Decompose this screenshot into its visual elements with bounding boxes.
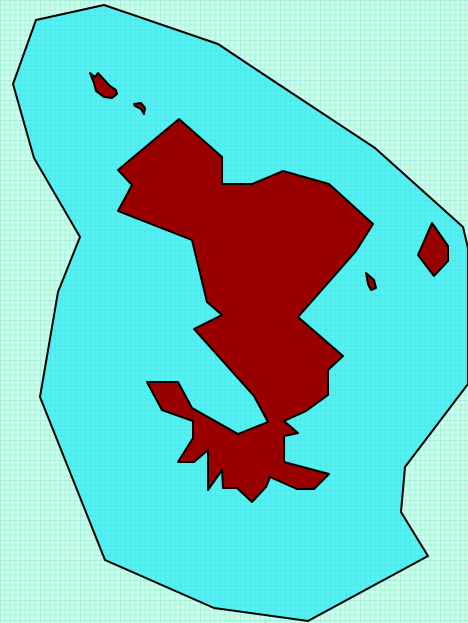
islet-northwest[interactable] (89, 72, 118, 99)
islet-north-small[interactable] (133, 102, 146, 115)
landmass-main[interactable] (117, 118, 374, 503)
islet-east-small[interactable] (365, 272, 377, 291)
islet-east[interactable] (417, 222, 449, 277)
